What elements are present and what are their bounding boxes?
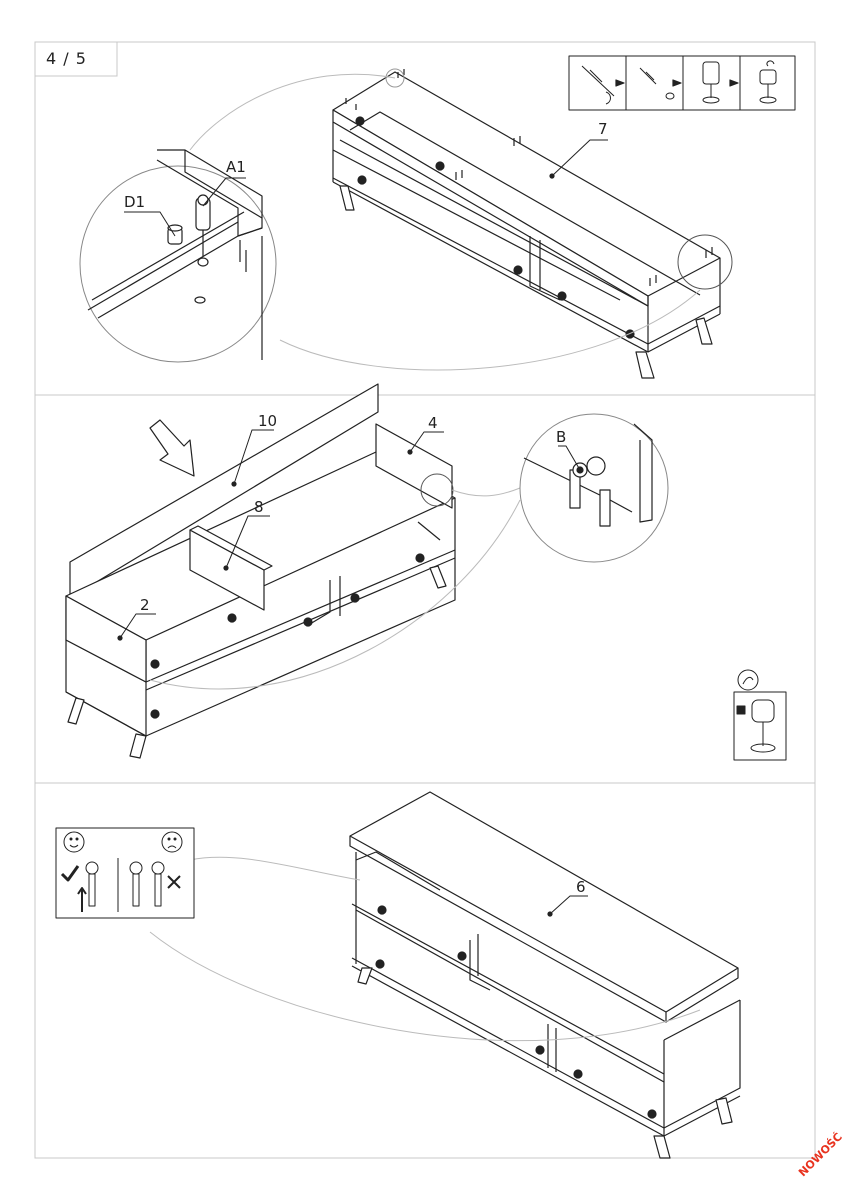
part-label-6: 6 <box>576 878 586 896</box>
hardware-label-a1: A1 <box>226 158 246 176</box>
part-label-10: 10 <box>258 412 277 430</box>
checkmark-icon <box>60 865 80 882</box>
cross-icon <box>167 875 181 889</box>
page-number: 4 / 5 <box>46 49 87 68</box>
part-label-8: 8 <box>254 498 264 516</box>
step-2 <box>65 383 787 761</box>
part-label-7: 7 <box>598 120 608 138</box>
page-frame <box>34 41 816 1159</box>
arrow-icon <box>615 79 625 87</box>
direction-arrow-icon <box>149 419 195 477</box>
part-label-4: 4 <box>428 414 438 432</box>
detail-b <box>519 413 669 563</box>
cam-lock-turn-icon <box>733 669 787 761</box>
detail-a1-d1 <box>79 149 277 363</box>
cam-lock-sequence-icon <box>568 55 796 111</box>
sad-face-icon <box>161 831 183 853</box>
step-3 <box>55 791 741 1159</box>
hardware-label-b: B <box>556 428 566 446</box>
dowel-icon <box>85 861 165 907</box>
page-number-box <box>34 41 118 77</box>
part-label-2: 2 <box>140 596 150 614</box>
step-1 <box>79 55 796 379</box>
arrow-icon <box>729 79 739 87</box>
cabinet-step-1 <box>332 69 721 379</box>
hardware-label-d1: D1 <box>124 193 145 211</box>
up-arrow-icon <box>77 887 87 912</box>
dowel-tip-inset <box>55 827 195 919</box>
arrow-icon <box>672 79 682 87</box>
happy-face-icon <box>63 831 85 853</box>
